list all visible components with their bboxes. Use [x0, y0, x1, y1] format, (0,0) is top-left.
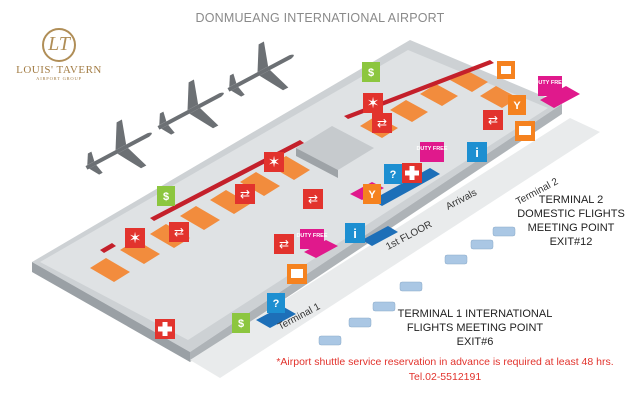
svg-text:⇄: ⇄ — [174, 225, 184, 239]
meeting-point-line: TERMINAL 2 — [538, 194, 604, 206]
star-icon: ✶ — [264, 152, 284, 172]
first-aid-icon — [155, 319, 175, 339]
terminal-1-meeting-point: TERMINAL 1 INTERNATIONAL FLIGHTS MEETING… — [360, 307, 590, 349]
meeting-point-line: DOMESTIC FLIGHTS — [517, 208, 625, 220]
star-icon: ✶ — [125, 228, 145, 248]
duty-free-label-1: DUTY FREE — [416, 146, 447, 152]
map-title: DONMUEANG INTERNATIONAL AIRPORT — [195, 11, 445, 25]
meeting-point-line: EXIT#12 — [549, 236, 593, 248]
svg-text:✶: ✶ — [268, 153, 281, 171]
notice-text: *Airport shuttle service reservation in … — [276, 356, 614, 368]
logo-monogram: LT — [42, 28, 76, 62]
svg-text:DUTY FREE: DUTY FREE — [534, 80, 565, 86]
airplane-icon — [227, 41, 294, 97]
svg-text:$: $ — [163, 191, 169, 203]
star-icon: ✶ — [363, 93, 383, 113]
restaurant-icon: Y — [363, 184, 381, 204]
meeting-point-line: TERMINAL 1 INTERNATIONAL — [397, 308, 553, 320]
svg-text:i: i — [353, 226, 357, 241]
airplane-icon — [157, 79, 224, 135]
first-aid-icon — [402, 163, 422, 183]
shuttle-notice: *Airport shuttle service reservation in … — [250, 355, 640, 385]
money-exchange-icon: $ — [232, 313, 250, 333]
duty-free-label-3: DUTY FREE — [534, 80, 565, 86]
transfer-icon: ⇄ — [372, 113, 392, 133]
transfer-icon: ⇄ — [274, 234, 294, 254]
svg-text:DUTY FREE: DUTY FREE — [296, 233, 327, 239]
meeting-point-line: FLIGHTS MEETING POINT — [406, 322, 544, 334]
transfer-icon: ⇄ — [303, 189, 323, 209]
svg-text:?: ? — [273, 298, 280, 310]
transfer-icon: ⇄ — [169, 222, 189, 242]
svg-text:⇄: ⇄ — [377, 116, 387, 130]
svg-text:✶: ✶ — [129, 229, 142, 247]
duty-free-icon — [300, 76, 562, 249]
notice-phone: Tel.02-5512191 — [408, 371, 482, 383]
svg-text:Y: Y — [513, 100, 521, 112]
svg-text:⇄: ⇄ — [240, 187, 250, 201]
information-icon: i — [467, 142, 487, 162]
baggage-area — [256, 168, 440, 328]
svg-text:$: $ — [238, 318, 244, 330]
baggage-icon — [287, 264, 307, 284]
transfer-icon: ⇄ — [483, 110, 503, 130]
baggage-icon — [497, 61, 515, 79]
meeting-point-line: EXIT#6 — [456, 336, 494, 348]
duty-free-label-2: DUTY FREE — [296, 233, 327, 239]
money-exchange-icon: $ — [362, 62, 380, 82]
svg-text:⇄: ⇄ — [308, 192, 318, 206]
svg-text:⇄: ⇄ — [279, 237, 289, 251]
logo-subtitle: AIRPORT GROUP — [36, 76, 82, 81]
svg-text:⇄: ⇄ — [488, 113, 498, 127]
logo-name: LOUIS' TAVERN — [16, 64, 102, 76]
restroom-icon: ? — [267, 293, 285, 313]
meeting-point-line: MEETING POINT — [527, 222, 615, 234]
svg-text:?: ? — [390, 169, 397, 181]
money-exchange-icon: $ — [157, 186, 175, 206]
svg-text:Y: Y — [368, 189, 376, 201]
terminal-2-meeting-point: TERMINAL 2 DOMESTIC FLIGHTS MEETING POIN… — [506, 193, 636, 249]
restroom-icon: ? — [384, 164, 402, 184]
transfer-icon: ⇄ — [235, 184, 255, 204]
airplane-icon — [85, 119, 152, 175]
svg-text:✶: ✶ — [367, 94, 380, 112]
information-icon: i — [345, 223, 365, 243]
brand-logo: LT LOUIS' TAVERN AIRPORT GROUP — [14, 28, 104, 81]
shuttle-van-icon — [318, 226, 516, 346]
svg-text:$: $ — [368, 67, 374, 79]
svg-text:i: i — [475, 145, 479, 160]
baggage-icon — [515, 121, 535, 141]
restaurant-icon: Y — [508, 95, 526, 115]
svg-text:DUTY FREE: DUTY FREE — [416, 146, 447, 152]
